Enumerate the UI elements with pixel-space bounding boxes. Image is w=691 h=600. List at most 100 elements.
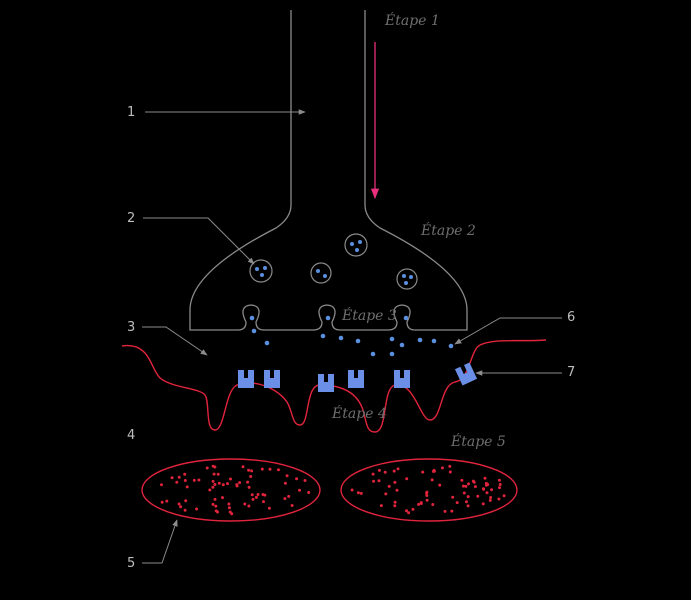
leader-line-2 — [143, 217, 255, 265]
vesicle-dot — [473, 485, 477, 489]
vesicle-dot — [256, 493, 260, 496]
vesicle-dot — [221, 496, 224, 500]
vesicle-dot — [268, 467, 272, 471]
label-7: 7 — [567, 365, 575, 380]
vesicle-dot — [460, 478, 464, 482]
vesicle-dot — [175, 480, 179, 484]
vesicle-dot — [216, 472, 220, 476]
vesicle-dot — [213, 483, 217, 486]
vesicle-dot — [471, 479, 475, 483]
vesicle-dot — [372, 479, 376, 483]
vesicle-dot — [395, 488, 399, 492]
vesicle-dot — [177, 475, 181, 479]
vesicle-dot — [484, 483, 488, 487]
vesicle-dot — [466, 495, 470, 499]
vesicle-dot — [419, 501, 423, 505]
vesicle-dot — [502, 494, 506, 498]
vesicle-dot — [285, 474, 289, 478]
vesicle-dot — [216, 510, 219, 514]
stage-3-label: Étape 3 — [341, 306, 397, 324]
vesicle-dot — [283, 481, 287, 485]
vesicle-dot — [455, 501, 459, 505]
neurotransmitters — [249, 315, 454, 357]
vesicle-dot — [448, 470, 452, 474]
vesicle-dot — [384, 492, 388, 496]
vesicle-dot — [485, 491, 489, 495]
vesicle — [249, 259, 273, 283]
vesicle-dot — [393, 504, 397, 508]
vesicle-dot — [211, 464, 215, 468]
vesicle-dot — [267, 506, 271, 510]
vesicle-dot — [185, 485, 189, 489]
vesicle-dot — [356, 491, 360, 495]
vesicle-dot — [277, 468, 280, 472]
leader-line-3 — [142, 326, 208, 356]
vesicle-dot — [183, 508, 187, 512]
vesicle-dot — [211, 479, 215, 483]
vesicle-dot — [489, 496, 493, 499]
vesicle-dot — [387, 484, 391, 488]
vesicle-dot — [393, 480, 397, 484]
label-2: 2 — [127, 211, 135, 226]
stage-5-label: Étape 5 — [450, 432, 506, 450]
vesicle-dot — [393, 500, 397, 504]
vesicle-dot — [208, 488, 212, 492]
vesicle-dot — [192, 478, 196, 482]
vesicle-dot — [165, 499, 169, 503]
vesicle-dot — [211, 502, 215, 506]
vesicle-dot — [217, 481, 221, 485]
vesicle-dot — [466, 504, 470, 508]
vesicle-dot — [197, 478, 201, 482]
vesicle-dot — [350, 488, 354, 492]
vesicle-dot — [251, 497, 255, 501]
vesicle-dot — [229, 477, 232, 481]
receptor-detached — [454, 362, 478, 386]
vesicle-dot — [183, 479, 187, 482]
label-4: 4 — [127, 428, 135, 443]
vesicle-dot — [476, 494, 480, 498]
vesicle-dot — [184, 499, 188, 503]
vesicle-dot — [247, 468, 251, 472]
vesicle-dot — [307, 491, 311, 494]
vesicle-dot — [405, 477, 409, 481]
vesicle-dot — [212, 472, 216, 476]
vesicle — [344, 233, 368, 257]
vesicle-dot — [247, 504, 251, 508]
vesicle — [396, 268, 418, 290]
vesicle-dot — [396, 467, 400, 471]
vesicle-dot — [303, 479, 307, 482]
vesicle-dot — [260, 467, 264, 471]
vesicle-dot — [425, 494, 429, 497]
vesicle — [310, 262, 332, 284]
receptor — [394, 370, 410, 388]
vesicle-dot — [226, 482, 229, 486]
vesicle-dot — [377, 479, 381, 483]
vesicle-dot — [295, 477, 299, 481]
vesicle-dot — [177, 502, 181, 506]
vesicle-dot — [246, 480, 250, 484]
vesicle-dot — [421, 470, 425, 474]
vesicle-dot — [160, 483, 163, 487]
postsynaptic-cell-left — [141, 458, 321, 522]
vesicle-dot — [227, 502, 231, 506]
stage-4-label: Étape 4 — [331, 404, 387, 422]
vesicle-dot — [497, 497, 501, 501]
vesicle-dot — [243, 502, 247, 506]
vesicle-dot — [430, 478, 434, 482]
vesicle-dot — [450, 509, 454, 513]
vesicle-dot — [235, 484, 239, 488]
receptor — [348, 370, 364, 388]
leader-line-5 — [142, 519, 178, 564]
vesicle-dot — [228, 510, 232, 514]
receptors — [238, 362, 478, 392]
vesicle-dot — [179, 505, 183, 509]
vesicle-dot — [254, 495, 258, 499]
vesicle-dot — [481, 502, 485, 506]
vesicle-dot — [359, 491, 363, 495]
vesicle-dot — [462, 491, 466, 495]
vesicle-dot — [483, 476, 487, 480]
vesicle-dot — [214, 504, 218, 508]
vesicle-dot — [283, 497, 287, 501]
stage-1-label: Étape 1 — [384, 11, 440, 29]
